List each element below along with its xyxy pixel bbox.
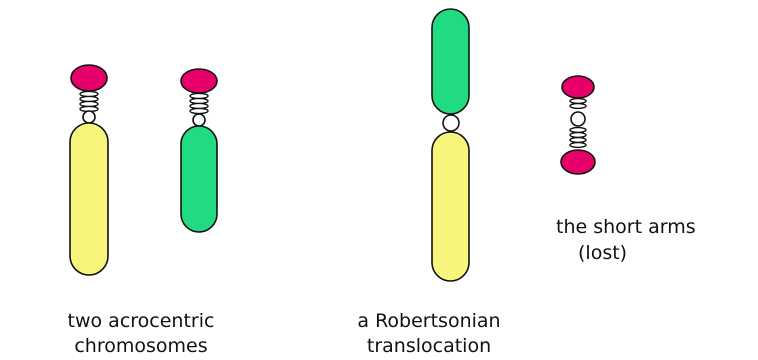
satellite-stalk (79, 90, 99, 113)
yellow-arm (431, 131, 470, 282)
satellite-knob (180, 68, 218, 94)
satellite-knob (70, 64, 108, 92)
satellite-knob (560, 149, 596, 175)
centromere (442, 114, 460, 132)
short-arms-label-line1: the short arms (556, 216, 696, 238)
satellite-stalk (569, 126, 587, 149)
robertsonian-chromosome (431, 8, 470, 282)
acrocentric-chromosome-green (180, 68, 218, 233)
acrocentric-label-line1: two acrocentric (68, 310, 215, 332)
centromere (192, 113, 206, 127)
long-arm (69, 122, 109, 276)
acrocentric-label-line2: chromosomes (74, 335, 207, 357)
robertsonian-label-line1: a Robertsonian (357, 310, 500, 332)
robertsonian-label-line2: translocation (367, 335, 491, 357)
short-arms-label-line2: (lost) (578, 242, 627, 264)
centromere (570, 111, 586, 127)
satellite-stalk (569, 97, 587, 110)
satellite-stalk (189, 92, 209, 115)
acrocentric-chromosome-yellow (69, 64, 109, 276)
lost-short-arms (560, 75, 596, 175)
satellite-knob (561, 75, 595, 99)
long-arm (180, 125, 218, 233)
centromere (82, 110, 96, 124)
green-arm (431, 8, 470, 115)
